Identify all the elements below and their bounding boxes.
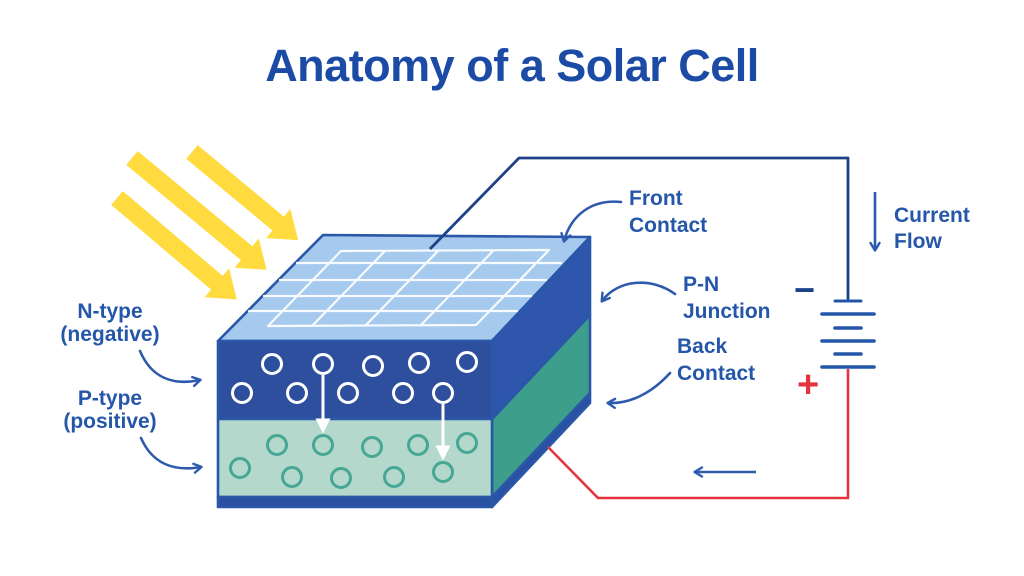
circuit-wire-positive xyxy=(547,369,850,500)
sun-ray-icon xyxy=(111,191,237,300)
sunlight-rays-icon xyxy=(111,145,299,300)
pn-junction-label-line2: Junction xyxy=(683,300,771,323)
front-contact-label-line1: Front xyxy=(629,187,683,210)
p-type-label: P-type (positive) xyxy=(30,387,190,433)
front-contact-label: Front Contact xyxy=(629,185,707,239)
n-type-label: N-type (negative) xyxy=(30,300,190,346)
back-contact-front-face xyxy=(216,495,494,509)
front-contact-grid xyxy=(248,248,562,328)
p-type-label-line2: (positive) xyxy=(63,410,157,433)
sun-ray-icon xyxy=(186,145,299,241)
current-flow-label: Current Flow xyxy=(894,203,970,255)
sun-ray-icon xyxy=(126,151,267,270)
front-contact-pointer-arrow-icon xyxy=(560,200,623,243)
front-contact-label-line2: Contact xyxy=(629,214,708,237)
p-layer-front-face xyxy=(216,417,494,499)
current-flow-label-line2: Flow xyxy=(894,230,942,253)
n-type-pointer-arrow-icon xyxy=(138,349,202,388)
battery-minus-sign: − xyxy=(794,269,816,310)
battery-icon xyxy=(820,299,876,369)
battery-plus-sign: + xyxy=(797,364,820,406)
back-contact-label-line2: Contact xyxy=(677,362,756,385)
n-type-label-line1: N-type xyxy=(77,300,143,323)
back-contact-pointer-arrow-icon xyxy=(606,371,672,410)
pn-junction-pointer-arrow-icon xyxy=(600,281,677,303)
current-flow-label-line1: Current xyxy=(894,204,970,227)
n-type-label-line2: (negative) xyxy=(60,323,160,346)
solar-cell xyxy=(216,233,592,509)
p-type-pointer-arrow-icon xyxy=(139,436,203,474)
pn-junction-label-line1: P-N xyxy=(683,273,720,296)
electron-transfer-arrows xyxy=(315,375,451,461)
p-layer-hole-circles xyxy=(229,432,478,489)
back-contact-label-line1: Back xyxy=(677,335,728,358)
p-type-label-line1: P-type xyxy=(77,387,143,410)
n-layer-front-face xyxy=(216,339,494,421)
back-contact-label: Back Contact xyxy=(677,333,755,387)
page-title: Anatomy of a Solar Cell xyxy=(265,40,759,91)
n-layer-electron-circles xyxy=(231,351,478,404)
pn-junction-label: P-N Junction xyxy=(683,271,771,325)
circuit-wire-negative xyxy=(428,156,850,300)
label-pointer-arrows xyxy=(138,200,677,474)
